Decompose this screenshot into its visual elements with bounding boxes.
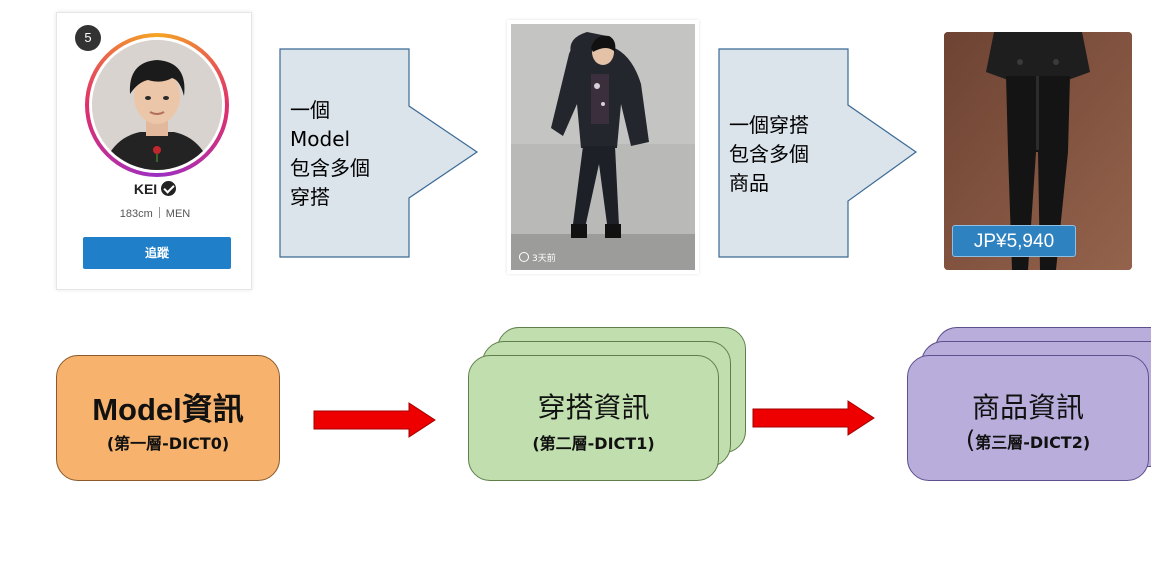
time-label: 3天前 <box>519 251 556 264</box>
clock-icon <box>519 252 529 262</box>
product-info-subtitle-paren: ( <box>965 426 976 454</box>
outfit-info-subtitle: (第二層-DICT1) <box>532 434 655 453</box>
avatar-photo <box>92 40 222 170</box>
profile-name[interactable]: KEI <box>133 181 158 197</box>
product-info-box: 商品資訊 (第三層-DICT2) <box>907 355 1149 481</box>
verified-icon <box>161 181 177 196</box>
product-photo[interactable]: JP¥5,940 <box>944 32 1132 270</box>
product-info-subtitle-text: 第三層-DICT2) <box>975 433 1091 452</box>
profile-meta: 183cm MEN <box>57 207 253 220</box>
profile-name-row: KEI <box>57 181 253 197</box>
block-arrow-1 <box>279 48 479 258</box>
arrow-1-label: 一個 Model 包含多個 穿搭 <box>290 98 370 209</box>
avatar-ring <box>85 33 229 177</box>
time-text: 3天前 <box>532 254 556 264</box>
outfit-info-box: 穿搭資訊 (第二層-DICT1) <box>468 355 719 481</box>
block-arrow-2 <box>718 48 918 258</box>
product-info-subtitle: (第三層-DICT2) <box>908 426 1148 454</box>
rank-badge: 5 <box>75 25 101 51</box>
price-badge: JP¥5,940 <box>952 225 1076 257</box>
model-info-box: Model資訊 (第一層-DICT0) <box>56 355 280 481</box>
follow-button[interactable]: 追蹤 <box>83 237 231 269</box>
outfit-image: 3天前 <box>511 24 695 270</box>
profile-category: MEN <box>165 208 191 220</box>
model-profile-card: 5 KEI 183cm MEN 追蹤 <box>56 12 252 290</box>
model-info-title: Model資訊 <box>92 392 244 427</box>
profile-height: 183cm <box>119 208 153 220</box>
model-info-subtitle: (第一層-DICT0) <box>106 434 230 453</box>
avatar[interactable] <box>89 37 225 173</box>
red-arrow-2 <box>752 400 875 436</box>
outfit-photo[interactable]: 3天前 <box>507 20 699 274</box>
red-arrow-1 <box>313 402 436 438</box>
meta-divider <box>158 207 160 218</box>
outfit-info-title: 穿搭資訊 <box>537 391 650 424</box>
product-info-title: 商品資訊 <box>971 391 1084 424</box>
arrow-2-label: 一個穿搭 包含多個 商品 <box>729 113 809 195</box>
